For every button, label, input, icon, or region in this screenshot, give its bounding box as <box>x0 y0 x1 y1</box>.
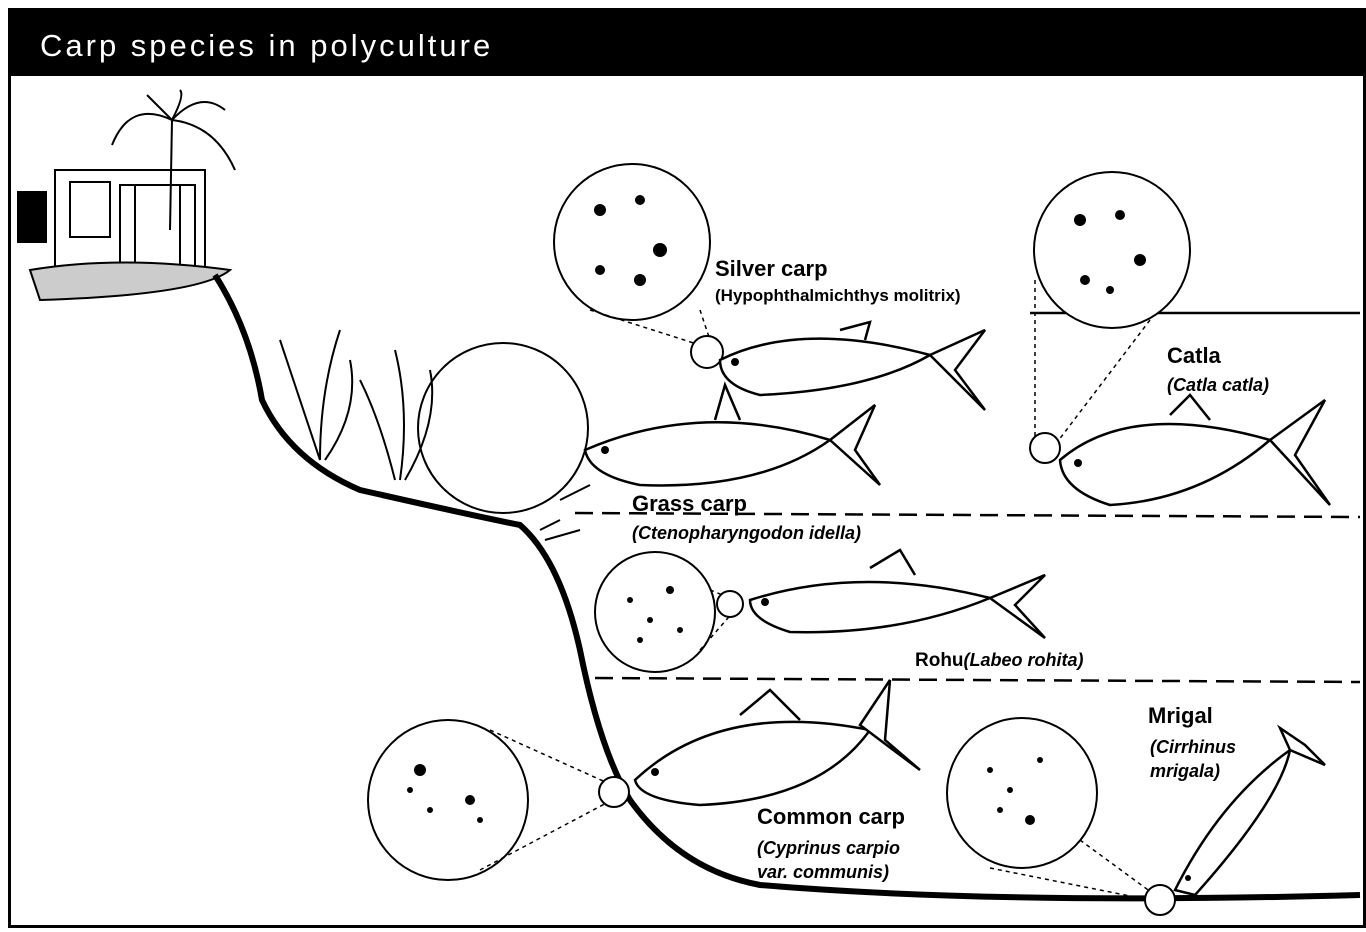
grass-carp-food-magnifier <box>418 343 588 513</box>
catla-scientific-name: (Catla catla) <box>1167 375 1269 396</box>
silver-carp-food-magnifier <box>554 164 710 320</box>
middle-layer-line <box>595 678 1360 682</box>
catla-fish <box>1060 395 1330 505</box>
rohu-food-magnifier <box>595 552 715 672</box>
mrigal-food-magnifier <box>947 718 1097 868</box>
common-carp-scientific-line1: (Cyprinus carpio <box>757 838 900 859</box>
silver-carp-label: Silver carp <box>715 256 828 282</box>
mrigal-scientific-line1: (Cirrhinus <box>1150 737 1236 758</box>
mrigal-scientific-line2: mrigala) <box>1150 761 1220 782</box>
common-carp-scientific-line2: var. communis) <box>757 862 889 883</box>
silver-carp-fish <box>720 322 985 410</box>
silver-carp-scientific-name: (Hypophthalmichthys molitrix) <box>715 286 961 306</box>
common-carp-food-magnifier <box>368 720 528 880</box>
common-carp-fish <box>635 680 920 805</box>
rohu-fish <box>750 550 1045 638</box>
catla-food-magnifier <box>1034 172 1190 328</box>
rohu-scientific-name: (Labeo rohita) <box>964 650 1084 670</box>
common-carp-label: Common carp <box>757 804 905 830</box>
catla-label: Catla <box>1167 343 1221 369</box>
grass-carp-scientific-name: (Ctenopharyngodon idella) <box>632 523 861 544</box>
palm-tree-icon <box>112 90 235 230</box>
rohu-label-group: Rohu(Labeo rohita) <box>915 650 1084 672</box>
grass-carp-fish <box>585 385 880 485</box>
mrigal-label: Mrigal <box>1148 703 1213 729</box>
rohu-label: Rohu <box>915 650 964 671</box>
hut-icon <box>18 170 230 300</box>
grass-carp-label: Grass carp <box>632 491 747 517</box>
